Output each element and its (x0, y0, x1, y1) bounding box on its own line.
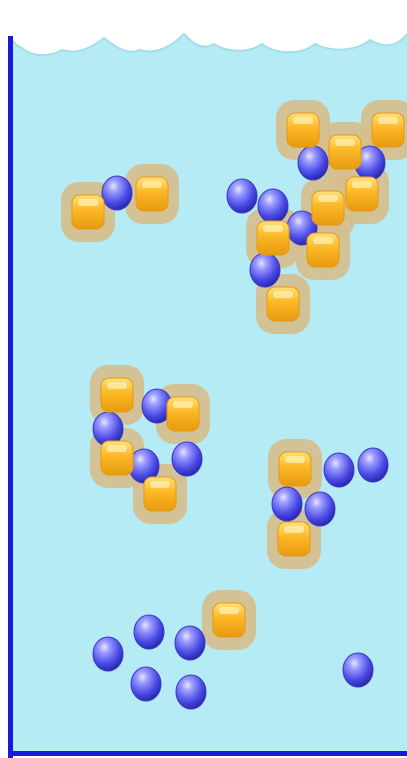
blue-ball[interactable] (131, 667, 161, 701)
cube-highlight (263, 225, 283, 232)
cube-highlight (318, 195, 338, 202)
cube-highlight (378, 117, 398, 124)
blue-ball[interactable] (102, 176, 132, 210)
cube-highlight (150, 481, 170, 488)
blue-ball[interactable] (298, 146, 328, 180)
tank-left-wall (8, 36, 13, 758)
cube-highlight (285, 456, 305, 463)
cube-highlight (107, 445, 127, 452)
cube-highlight (219, 607, 239, 614)
blue-ball[interactable] (227, 179, 257, 213)
cube-highlight (293, 117, 313, 124)
blue-ball[interactable] (250, 253, 280, 287)
blue-ball[interactable] (258, 189, 288, 223)
blue-ball[interactable] (272, 487, 302, 521)
cube-highlight (284, 526, 304, 533)
cube-highlight (107, 382, 127, 389)
blue-ball[interactable] (176, 675, 206, 709)
cube-highlight (273, 291, 293, 298)
cube-highlight (142, 181, 162, 188)
blue-ball[interactable] (134, 615, 164, 649)
cube-highlight (335, 139, 355, 146)
blue-ball[interactable] (93, 637, 123, 671)
blue-ball[interactable] (343, 653, 373, 687)
blue-ball[interactable] (175, 626, 205, 660)
cube-highlight (173, 401, 193, 408)
blue-ball[interactable] (324, 453, 354, 487)
cube-highlight (313, 237, 333, 244)
blue-ball[interactable] (172, 442, 202, 476)
blue-ball[interactable] (305, 492, 335, 526)
tank-bottom-wall (8, 751, 407, 756)
blue-ball[interactable] (358, 448, 388, 482)
cube-highlight (352, 181, 372, 188)
cube-highlight (78, 199, 98, 206)
